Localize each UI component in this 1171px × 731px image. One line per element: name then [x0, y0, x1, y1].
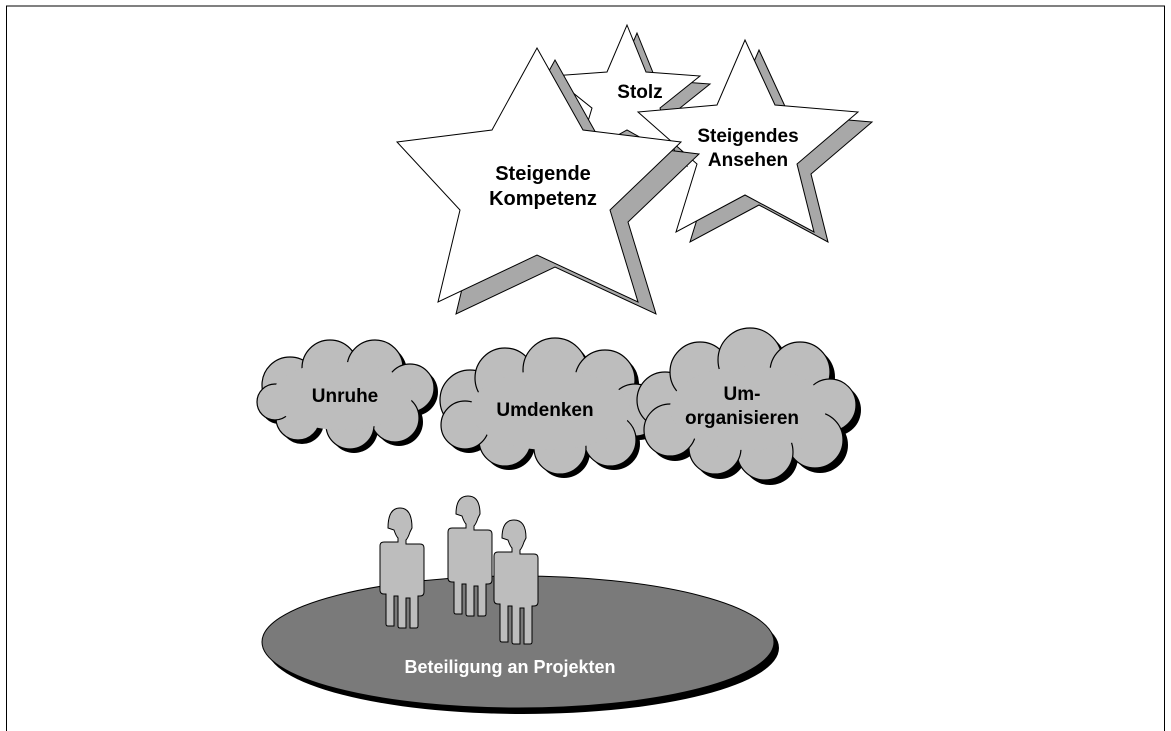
cloud-umorganisieren-label-line2: organisieren	[685, 408, 799, 429]
cloud-unruhe: Unruhe	[256, 339, 438, 453]
star-kompetenz: Steigende Kompetenz	[395, 46, 701, 315]
star-kompetenz-label-line1: Steigende	[495, 163, 591, 185]
person-figure-right	[493, 519, 539, 645]
star-ansehen-label-line1: Steigendes	[697, 126, 798, 147]
cloud-unruhe-label: Unruhe	[312, 386, 379, 407]
star-kompetenz-label-line2: Kompetenz	[489, 188, 597, 210]
person-figure-left	[379, 507, 425, 629]
cloud-umorganisieren: Um- organisieren	[636, 327, 861, 485]
star-ansehen-label-line2: Ansehen	[708, 150, 788, 171]
person-figure-middle	[447, 495, 493, 617]
cloud-umdenken: Umdenken	[439, 337, 665, 478]
star-ansehen: Steigendes Ansehen	[636, 38, 874, 244]
cloud-umorganisieren-label-line1: Um-	[724, 384, 761, 405]
base-label: Beteiligung an Projekten	[404, 657, 615, 677]
star-stolz-label: Stolz	[617, 82, 662, 103]
cloud-umdenken-label: Umdenken	[496, 400, 593, 421]
